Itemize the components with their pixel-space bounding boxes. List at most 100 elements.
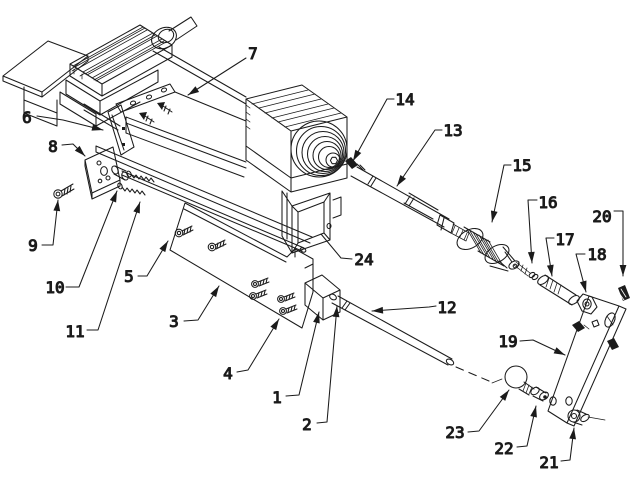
chuck-screw [513, 261, 539, 281]
callout-label-1: 1 [272, 388, 282, 407]
arrowhead-icon-1 [313, 312, 320, 324]
leader-line-22 [516, 405, 537, 448]
leader-line-23 [467, 389, 510, 433]
callout-9: 9 [28, 199, 61, 256]
bed-rails [95, 116, 313, 253]
threaded-stud [537, 274, 580, 306]
arrowhead-icon-3 [210, 286, 219, 298]
callout-label-13: 13 [443, 121, 462, 140]
callout-label-2: 2 [302, 415, 312, 434]
arrowhead-icon-12 [372, 306, 384, 314]
callout-5: 5 [124, 240, 169, 287]
leader-line-14 [352, 98, 395, 162]
handle-collar [530, 386, 549, 402]
callout-8: 8 [48, 136, 86, 157]
stand-frame [281, 190, 342, 254]
callout-label-5: 5 [124, 267, 134, 286]
rail-screws [139, 102, 173, 125]
arrowhead-icon-11 [133, 202, 140, 214]
plate-screws [249, 277, 298, 315]
callout-label-7: 7 [248, 44, 258, 63]
leader-line-17 [545, 237, 555, 277]
leader-line-9 [41, 199, 59, 246]
callout-23: 23 [445, 389, 510, 443]
callout-15: 15 [490, 155, 532, 223]
support-plate [169, 202, 314, 329]
callout-14: 14 [352, 89, 415, 162]
callout-24: 24 [320, 233, 374, 270]
leader-line-19 [519, 339, 566, 356]
callout-11: 11 [65, 201, 141, 342]
callout-label-11: 11 [65, 322, 84, 341]
callout-label-17: 17 [555, 230, 574, 249]
arrowhead-icon-13 [397, 174, 406, 186]
leader-line-6 [36, 115, 104, 131]
leader-line-18 [575, 253, 587, 293]
callout-label-22: 22 [494, 439, 513, 458]
arrowhead-icon-5 [159, 241, 168, 253]
lead-screw-shaft [350, 166, 470, 242]
callout-2: 2 [302, 305, 340, 435]
callout-label-10: 10 [45, 278, 64, 297]
cross-slide-table [59, 16, 198, 131]
arrowhead-icon-15 [490, 210, 498, 222]
leader-line-12 [371, 305, 437, 312]
leader-line-15 [491, 164, 512, 223]
callout-18: 18 [575, 244, 607, 293]
callout-10: 10 [45, 190, 118, 298]
spindle-arbor [345, 157, 366, 171]
callout-3: 3 [169, 285, 220, 332]
callout-label-23: 23 [445, 423, 464, 442]
callout-22: 22 [494, 405, 537, 459]
callout-label-19: 19 [498, 332, 517, 351]
callout-label-9: 9 [28, 236, 38, 255]
arrowhead-icon-10 [109, 191, 117, 203]
arrowhead-icon-6 [91, 124, 103, 131]
arrowhead-icon-16 [527, 251, 535, 263]
callout-label-12: 12 [437, 298, 456, 317]
callout-label-16: 16 [538, 193, 557, 212]
callout-6: 6 [22, 107, 104, 131]
ball-handle [504, 365, 549, 402]
cap-screw [53, 183, 75, 199]
leader-line-4 [236, 318, 280, 373]
leader-line-3 [183, 285, 220, 322]
leader-line-7 [187, 57, 247, 96]
cone-pulley [290, 120, 348, 178]
leader-line-24 [320, 233, 353, 260]
arrowhead-icon-2 [332, 306, 340, 318]
leader-line-2 [316, 305, 338, 424]
arrowhead-icon-14 [353, 149, 362, 161]
thumb-screw [567, 409, 606, 426]
handle-plate [547, 285, 630, 427]
arrowhead-icon-21 [569, 428, 577, 440]
callout-label-18: 18 [587, 245, 606, 264]
arrowhead-icon-9 [53, 200, 61, 212]
leader-line-5 [137, 240, 169, 277]
callout-label-15: 15 [512, 156, 531, 175]
callout-1: 1 [272, 311, 320, 408]
leader-line-20 [613, 210, 624, 277]
arrowhead-icon-7 [188, 86, 200, 95]
callout-label-8: 8 [48, 137, 58, 156]
centerline-dashed [455, 366, 490, 382]
leader-line-10 [65, 190, 118, 288]
callout-16: 16 [527, 192, 558, 264]
callout-label-3: 3 [169, 312, 179, 331]
leader-line-11 [86, 201, 141, 331]
handwheel-boss [151, 26, 177, 50]
callout-4: 4 [223, 318, 280, 384]
callout-label-14: 14 [395, 90, 414, 109]
hex-nut [576, 293, 598, 315]
callout-13: 13 [396, 120, 463, 187]
angle-plate [2, 40, 89, 127]
column-bracket [107, 46, 247, 156]
handle-shaft [168, 16, 198, 41]
callout-label-24: 24 [354, 250, 373, 269]
arrowhead-icon-8 [74, 145, 85, 156]
callout-19: 19 [498, 331, 566, 356]
callout-12: 12 [371, 297, 457, 318]
